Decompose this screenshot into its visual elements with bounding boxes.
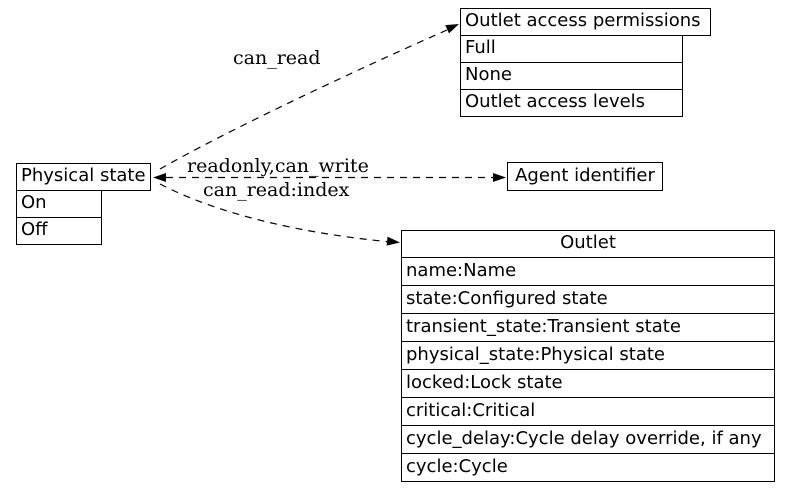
arrowhead-to-physical-state	[153, 173, 166, 182]
outlet-row-critical: critical:Critical	[401, 397, 775, 426]
arrowhead-to-agent-identifier	[493, 173, 506, 182]
outlet-access-permissions-title: Outlet access permissions	[460, 8, 711, 36]
outlet-row-cycle: cycle:Cycle	[401, 453, 775, 482]
outlet-row-physical-state: physical_state:Physical state	[401, 341, 775, 370]
outlet-row-name: name:Name	[401, 257, 775, 286]
outlet-access-permissions-row-full: Full	[460, 35, 683, 63]
outlet-access-permissions-row-none: None	[460, 62, 683, 90]
outlet-row-state: state:Configured state	[401, 285, 775, 314]
edge-outlet	[159, 183, 388, 243]
node-agent-identifier: Agent identifier	[507, 162, 663, 191]
edge-can-read	[159, 29, 448, 170]
arrowhead-to-outlet	[386, 236, 400, 246]
physical-state-title: Physical state	[16, 163, 151, 191]
outlet-row-cycle-delay: cycle_delay:Cycle delay override, if any	[401, 425, 775, 454]
edge-label-readonly-can-write: readonly,can_write	[187, 155, 369, 177]
outlet-title: Outlet	[401, 230, 775, 258]
physical-state-row-on: On	[16, 190, 102, 218]
outlet-row-locked: locked:Lock state	[401, 369, 775, 398]
physical-state-row-off: Off	[16, 217, 102, 245]
outlet-row-transient-state: transient_state:Transient state	[401, 313, 775, 342]
arrowhead-to-outlet-access-permissions	[445, 24, 459, 34]
edge-label-can-read: can_read	[233, 47, 321, 69]
edge-label-can-read-index: can_read:index	[203, 179, 350, 201]
outlet-access-permissions-row-levels: Outlet access levels	[460, 89, 683, 117]
